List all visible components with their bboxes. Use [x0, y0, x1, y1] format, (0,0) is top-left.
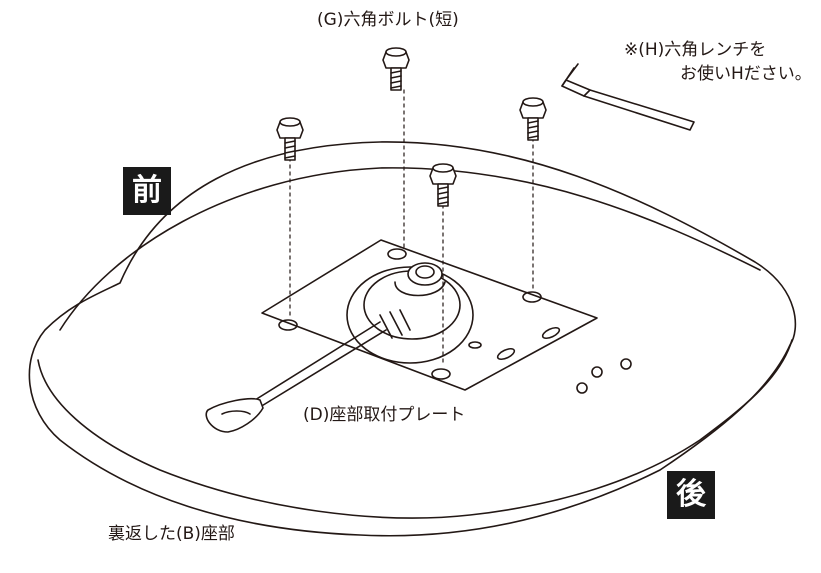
- bolt-label: (G)六角ボルト(短): [317, 10, 459, 30]
- hex-bolt: [429, 163, 457, 207]
- lever-handle: [205, 321, 387, 433]
- guide-lines: [289, 89, 534, 367]
- tilt-mechanism: [346, 262, 474, 364]
- seat-holes: [576, 358, 632, 394]
- hex-bolt: [382, 47, 410, 91]
- wrench-note-line1: ※(H)六角レンチを: [624, 40, 767, 60]
- front-badge: 前: [123, 167, 171, 215]
- seat-label: 裏返した(B)座部: [108, 524, 235, 544]
- wrench-note-line2: お使いHださい。: [680, 64, 812, 84]
- plate-label: (D)座部取付プレート: [303, 405, 466, 425]
- hex-bolt: [276, 117, 304, 161]
- hex-wrench: [561, 63, 695, 131]
- back-badge: 後: [667, 471, 715, 519]
- hex-bolt: [519, 97, 547, 141]
